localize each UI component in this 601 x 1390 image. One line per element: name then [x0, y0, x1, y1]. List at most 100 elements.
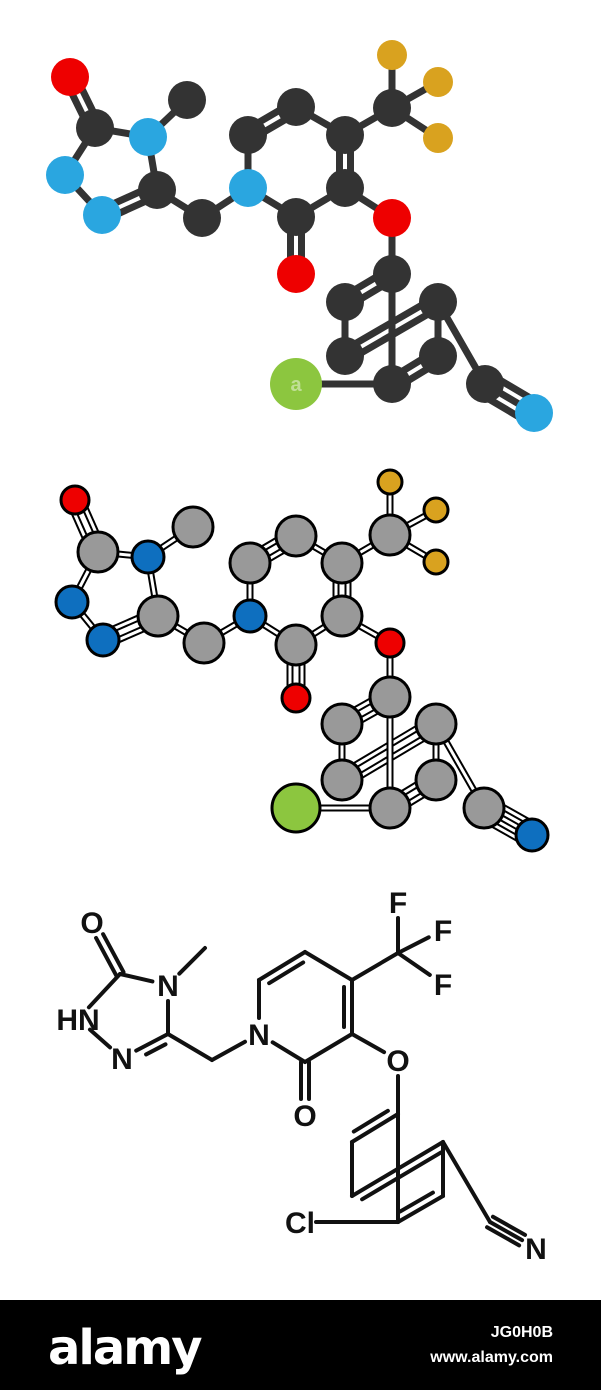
bond-C2-N4-p3	[86, 972, 122, 1010]
space-filling-model: a	[46, 40, 553, 432]
atom-C9-ball	[229, 116, 267, 154]
atom-C22-ball	[373, 365, 411, 403]
atom-label-F1: F	[389, 887, 407, 920]
atom-C18-ball2	[320, 702, 364, 746]
atom-C2-ball	[76, 109, 114, 147]
bond-C21-C22-p3-1	[398, 1190, 435, 1214]
atom-C10-ball2	[274, 514, 318, 558]
bond-N5-C6-p3-0	[134, 1032, 170, 1053]
ball-and-stick-model	[54, 468, 550, 853]
atom-C18-ball	[326, 283, 364, 321]
atom-N8-ball2	[232, 598, 268, 634]
atom-F1-ball	[377, 40, 407, 70]
bond-N5-C6-p3-1	[144, 1042, 168, 1057]
atom-label-N5: N	[111, 1043, 133, 1076]
atom-label-F3: F	[434, 969, 452, 1002]
atom-label-CL: Cl	[285, 1207, 315, 1240]
atom-CL-mark: a	[290, 374, 302, 396]
atom-O16-ball2	[374, 627, 406, 659]
atom-N24-ball2	[514, 817, 550, 853]
atom-N4-ball	[46, 156, 84, 194]
bond-C10-C11-p3	[303, 950, 354, 982]
atom-C15-ball2	[368, 513, 412, 557]
atom-label-O16: O	[386, 1045, 409, 1078]
atom-C9-ball2	[228, 541, 272, 585]
atom-C23-ball2	[462, 786, 506, 830]
atom-C19-ball	[326, 337, 364, 375]
atom-C17-ball2	[368, 675, 412, 719]
bond-C9-C10-p3-1	[267, 960, 306, 986]
bond-O1-C2-p3-1	[94, 935, 119, 978]
bond-N3-CM-p3	[177, 946, 207, 976]
atom-C23-ball	[466, 365, 504, 403]
atom-label-N8: N	[248, 1019, 270, 1052]
atom-CM-ball2	[171, 505, 215, 549]
alamy-logo: alamy	[48, 1320, 202, 1376]
bond-C15-F3-p3	[396, 951, 432, 977]
bond-O1-C2-p3-0	[101, 932, 126, 975]
atom-N3-ball	[129, 118, 167, 156]
atom-CL-ball2	[270, 782, 322, 834]
bond-C17-C18-p3-0	[350, 1112, 400, 1144]
atom-F3-ball2	[422, 548, 450, 576]
bond-C6-C7-p3	[166, 1032, 214, 1062]
atom-label-N3: N	[157, 970, 179, 1003]
bond-C12-O16-p3	[350, 1032, 387, 1055]
atom-label-O1: O	[80, 907, 103, 940]
atom-C20-ball	[419, 283, 457, 321]
atom-CL-ball	[270, 358, 322, 410]
atom-N24-ball	[515, 394, 553, 432]
footer-bar	[0, 1300, 601, 1390]
bond-C7-N8-p3	[210, 1039, 247, 1062]
atom-O14-ball2	[280, 682, 312, 714]
atom-C10-ball	[277, 88, 315, 126]
bond-C15-F2-p3	[396, 935, 431, 955]
bond-C17-C18-p3-1	[351, 1108, 390, 1134]
atom-C21-ball	[419, 337, 457, 375]
atom-N8-ball	[229, 169, 267, 207]
atom-C11-ball2	[320, 541, 364, 585]
atom-N3-ball2	[130, 539, 166, 575]
bond-C13-N8-p3	[270, 1040, 307, 1064]
atom-C13-ball	[277, 198, 315, 236]
bond-C20-C23-p3	[441, 1140, 492, 1224]
atom-F2-ball	[423, 67, 453, 97]
atom-CM-ball	[168, 81, 206, 119]
atom-N4-ball2	[54, 584, 90, 620]
atom-C12-ball	[326, 169, 364, 207]
atom-C7-ball2	[182, 621, 226, 665]
atom-label-O14: O	[293, 1100, 316, 1133]
atom-O14-ball	[277, 255, 315, 293]
atom-C20-ball2	[414, 702, 458, 746]
atom-label-N4: HN	[56, 1004, 99, 1037]
atom-C12-ball2	[320, 594, 364, 638]
atom-F1-ball2	[376, 468, 404, 496]
atom-F2-ball2	[422, 496, 450, 524]
image-id: JG0H0B	[491, 1324, 553, 1341]
atom-C15-ball	[373, 89, 411, 127]
alamy-url: www.alamy.com	[429, 1349, 553, 1366]
bond-C12-C13-p3	[303, 1032, 354, 1064]
atom-C17-ball	[373, 255, 411, 293]
bond-C23-N24-p3-2	[485, 1225, 522, 1248]
bond-C19-C20-p3-1	[360, 1150, 444, 1202]
atom-C19-ball2	[320, 758, 364, 802]
atom-O1-ball2	[59, 484, 91, 516]
atom-C7-ball	[183, 199, 221, 237]
bond-C21-C22-p3-0	[396, 1194, 445, 1224]
atom-label-N24: N	[525, 1233, 547, 1266]
atom-C6-ball	[138, 171, 176, 209]
bond-C9-C10-p3-0	[257, 950, 307, 982]
bond-N4-N5-p3	[87, 1027, 113, 1050]
watermark-footer: alamy JG0H0B www.alamy.com	[0, 1300, 601, 1390]
atom-N5-ball	[83, 196, 121, 234]
atom-O1-ball	[51, 58, 89, 96]
atom-O16-ball	[373, 199, 411, 237]
atom-C6-ball2	[136, 594, 180, 638]
atom-C22-ball2	[368, 786, 412, 830]
bond-C23-N24-p3-0	[490, 1214, 528, 1237]
atom-C13-ball2	[274, 623, 318, 667]
